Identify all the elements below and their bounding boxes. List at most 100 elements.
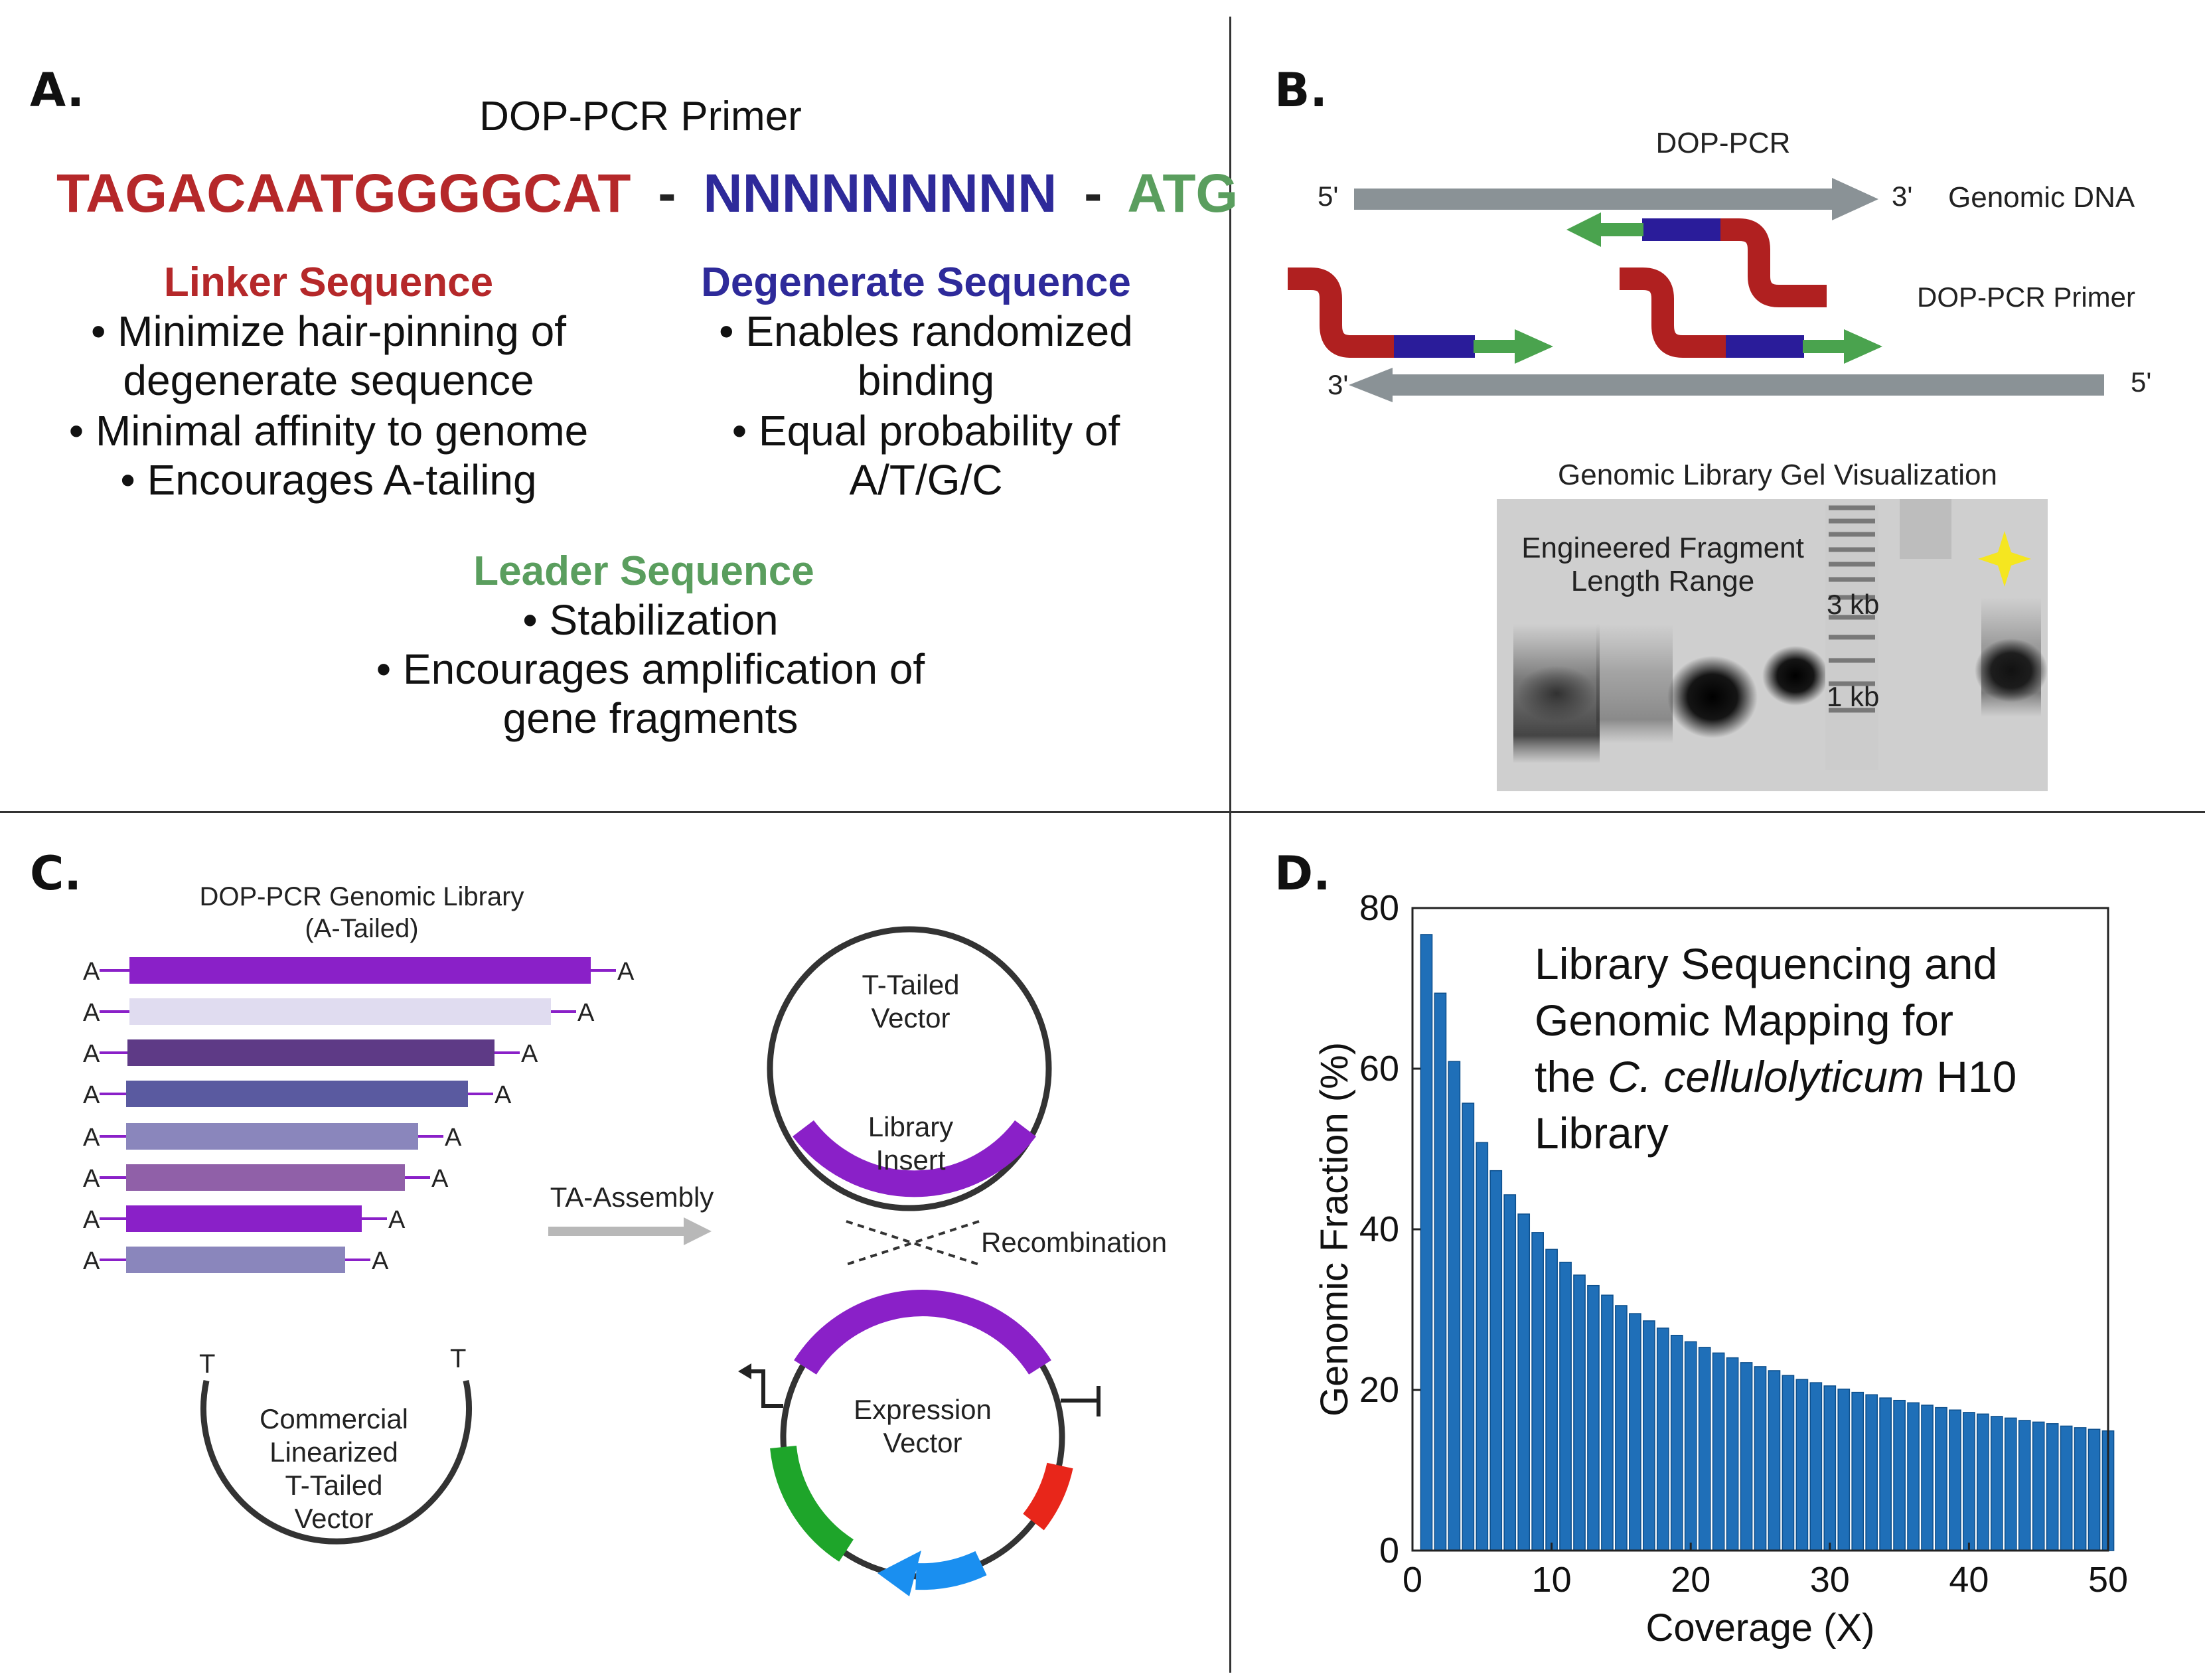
chart-bar: [1809, 1382, 1823, 1551]
chart-y-axis-label: Genomic Fraction (%): [1313, 1042, 1356, 1416]
chart-bar: [1754, 1366, 1767, 1551]
gel-band-1: [1517, 666, 1596, 722]
gel-annotation-line-1: Engineered Fragment: [1521, 532, 1804, 564]
chart-bars: [1420, 934, 2115, 1551]
forward-primer-1: [1288, 267, 1553, 364]
y-tick-label: 20: [1359, 1370, 1399, 1410]
chart-bar: [1462, 1103, 1475, 1551]
linker-bullet-3: • Encourages A-tailing: [120, 456, 537, 504]
x-tick-label: 30: [1810, 1560, 1850, 1600]
genomic-dna-label: Genomic DNA: [1948, 181, 2135, 214]
commercial-vector-line-3: T-Tailed: [285, 1470, 382, 1501]
recombination-label: Recombination: [981, 1227, 1167, 1258]
fragment-tail-left: A: [83, 1206, 100, 1234]
fragment-tail-right: A: [445, 1124, 462, 1152]
chart-bar: [2060, 1425, 2073, 1551]
gel-lane-2: [1596, 624, 1673, 743]
bottom-strand: [1391, 374, 2104, 396]
promoter-icon: [750, 1369, 783, 1408]
bottom-strand-5prime: 5': [2131, 366, 2151, 398]
ta-assembly-label: TA-Assembly: [550, 1182, 714, 1213]
ta-assembly-arrowhead: [684, 1217, 712, 1245]
commercial-vector-line-4: Vector: [294, 1503, 373, 1534]
star-icon: [1978, 531, 2031, 587]
gel-band-selected: [1975, 639, 2048, 702]
separator-2: -: [1084, 163, 1102, 224]
divider-horizontal: [0, 811, 2205, 813]
chart-bar: [1517, 1213, 1531, 1551]
vector-tail-t-left: T: [199, 1349, 215, 1379]
expression-vector-line-1: Expression: [854, 1394, 992, 1425]
chart-title-line-1: Library Sequencing and: [1535, 939, 1997, 988]
primer-sequence: TAGACAATGGGGCAT - NNNNNNNNN - ATG: [56, 163, 1238, 225]
chart-bar: [1601, 1294, 1614, 1551]
primer-title: DOP-PCR Primer: [479, 94, 802, 139]
divider-vertical: [1229, 17, 1231, 1673]
gel-ladder-lane: [1825, 504, 1878, 770]
chart-title-strain: H10: [1924, 1052, 2016, 1101]
promoter-arrowhead-icon: [738, 1363, 751, 1379]
library-fragment: [126, 1205, 362, 1232]
linker-heading: Linker Sequence: [163, 260, 494, 305]
chart-bar: [1837, 1389, 1851, 1551]
chart-bar: [1795, 1379, 1809, 1551]
chart-bar: [1489, 1170, 1503, 1551]
panel-label-b: B.: [1274, 63, 1328, 117]
chart-bar: [1642, 1320, 1655, 1551]
chart-title: Library Sequencing and Genomic Mapping f…: [1535, 939, 2016, 1158]
chart-title-line-3: the C. cellulolyticum H10: [1535, 1052, 2016, 1101]
t-tailed-vector-line-1: T-Tailed: [862, 969, 959, 1000]
fragment-tail-right: A: [431, 1165, 449, 1193]
chart-bar: [1476, 1142, 1489, 1551]
t-tailed-vector-line-2: Vector: [871, 1002, 950, 1033]
fragment-tail-left: A: [83, 1247, 100, 1275]
leader-sequence: ATG: [1127, 163, 1239, 224]
x-tick-label: 50: [2088, 1560, 2128, 1600]
library-fragment: [126, 1247, 345, 1273]
gel-title: Genomic Library Gel Visualization: [1558, 459, 1997, 491]
fragment-tail-left: A: [83, 958, 100, 986]
chart-bar: [1587, 1284, 1600, 1551]
marker-3kb: 3 kb: [1827, 589, 1879, 620]
chart-bar: [1823, 1385, 1837, 1551]
forward-primer-2: [1620, 267, 1882, 364]
chart-title-the: the: [1535, 1052, 1608, 1101]
chart-bar: [1949, 1409, 1961, 1551]
top-strand-3prime: 3': [1892, 181, 1912, 212]
chart-bar: [1656, 1328, 1669, 1551]
fragment-tail-left: A: [83, 1124, 100, 1152]
top-strand-arrowhead: [1832, 178, 1878, 220]
chart-bar: [2074, 1427, 2087, 1551]
chart-bar: [1740, 1362, 1753, 1551]
chart-title-line-4: Library: [1535, 1108, 1669, 1158]
gel-lane-1: [1513, 624, 1600, 763]
fragment-tail-left: A: [83, 1165, 100, 1193]
dop-pcr-title: DOP-PCR: [1656, 127, 1791, 159]
chart-bar: [1768, 1370, 1781, 1551]
chart-bar: [1879, 1397, 1892, 1551]
chart-bar: [2004, 1417, 2017, 1551]
ta-assembly-arrow: [548, 1227, 688, 1236]
chart-frame: [1411, 907, 2109, 1552]
chart-bar: [1726, 1357, 1739, 1551]
degenerate-sequence: NNNNNNNNN: [703, 163, 1057, 224]
commercial-vector-line-1: Commercial: [260, 1403, 408, 1434]
x-tick-label: 10: [1532, 1560, 1572, 1600]
dop-pcr-primer-label: DOP-PCR Primer: [1917, 281, 2135, 313]
chart-bar: [1963, 1412, 1975, 1551]
chart-x-axis-label: Coverage (X): [1646, 1606, 1875, 1649]
panel-label-c: C.: [30, 846, 82, 901]
chart-bar: [1559, 1261, 1572, 1551]
chart-bar: [1893, 1399, 1906, 1551]
expression-vector: [780, 1294, 1065, 1580]
library-fragment: [129, 957, 591, 984]
chart-bar: [1531, 1232, 1544, 1551]
marker-1kb: 1 kb: [1827, 681, 1879, 712]
